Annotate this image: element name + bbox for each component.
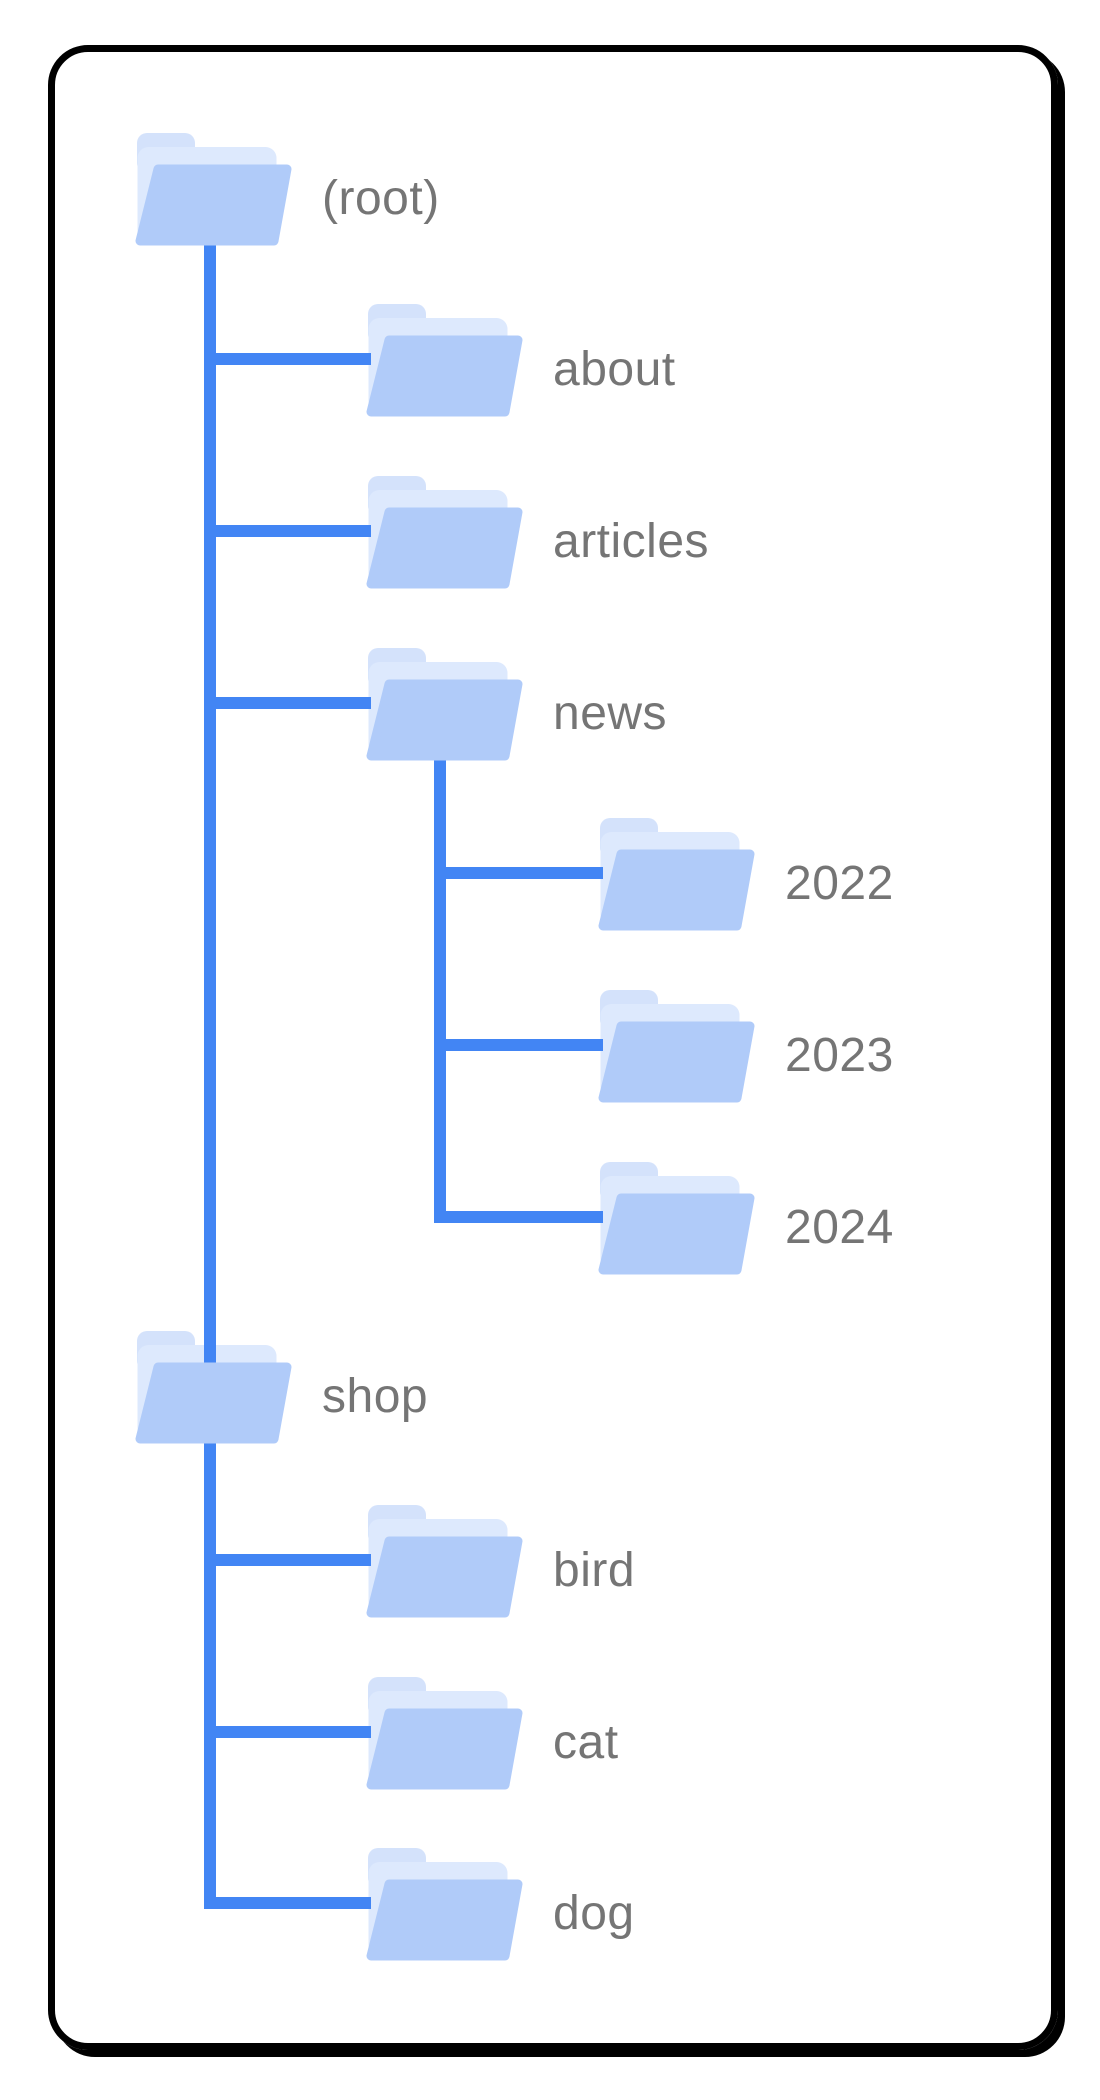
card-border (48, 45, 1058, 2050)
folder-icon-shop (135, 1331, 292, 1445)
folder-front-shape (366, 1536, 523, 1618)
folder-icon-2024 (598, 1162, 755, 1276)
folder-icon-about (366, 304, 523, 418)
folder-front-shape (598, 849, 755, 931)
folder-label-cat: cat (553, 1716, 619, 1769)
folder-label-news: news (553, 687, 668, 740)
folder-icon-2022 (598, 818, 755, 932)
folder-front-shape (135, 164, 292, 246)
folder-label-about: about (553, 343, 676, 396)
folder-front-shape (366, 335, 523, 417)
folder-front-shape (366, 1879, 523, 1961)
folder-front-shape (366, 679, 523, 761)
folder-label-dog: dog (553, 1887, 635, 1940)
folder-front-shape (366, 507, 523, 589)
folder-label-shop: shop (322, 1370, 429, 1423)
folder-icon-cat (366, 1677, 523, 1791)
folder-icon-2023 (598, 990, 755, 1104)
folder-front-shape (598, 1193, 755, 1275)
folder-label-2024: 2024 (785, 1201, 894, 1254)
folder-label-2023: 2023 (785, 1029, 894, 1082)
folder-label-articles: articles (553, 515, 710, 568)
folder-label-root: (root) (322, 172, 440, 225)
folder-front-shape (598, 1021, 755, 1103)
folder-label-bird: bird (553, 1544, 636, 1597)
folder-icon-articles (366, 476, 523, 590)
folder-icon-news (366, 648, 523, 762)
folder-icon-bird (366, 1505, 523, 1619)
folder-label-2022: 2022 (785, 857, 894, 910)
folder-icon-root (135, 133, 292, 247)
folder-icon-dog (366, 1848, 523, 1962)
folder-front-shape (366, 1708, 523, 1790)
folder-front-shape (135, 1362, 292, 1444)
